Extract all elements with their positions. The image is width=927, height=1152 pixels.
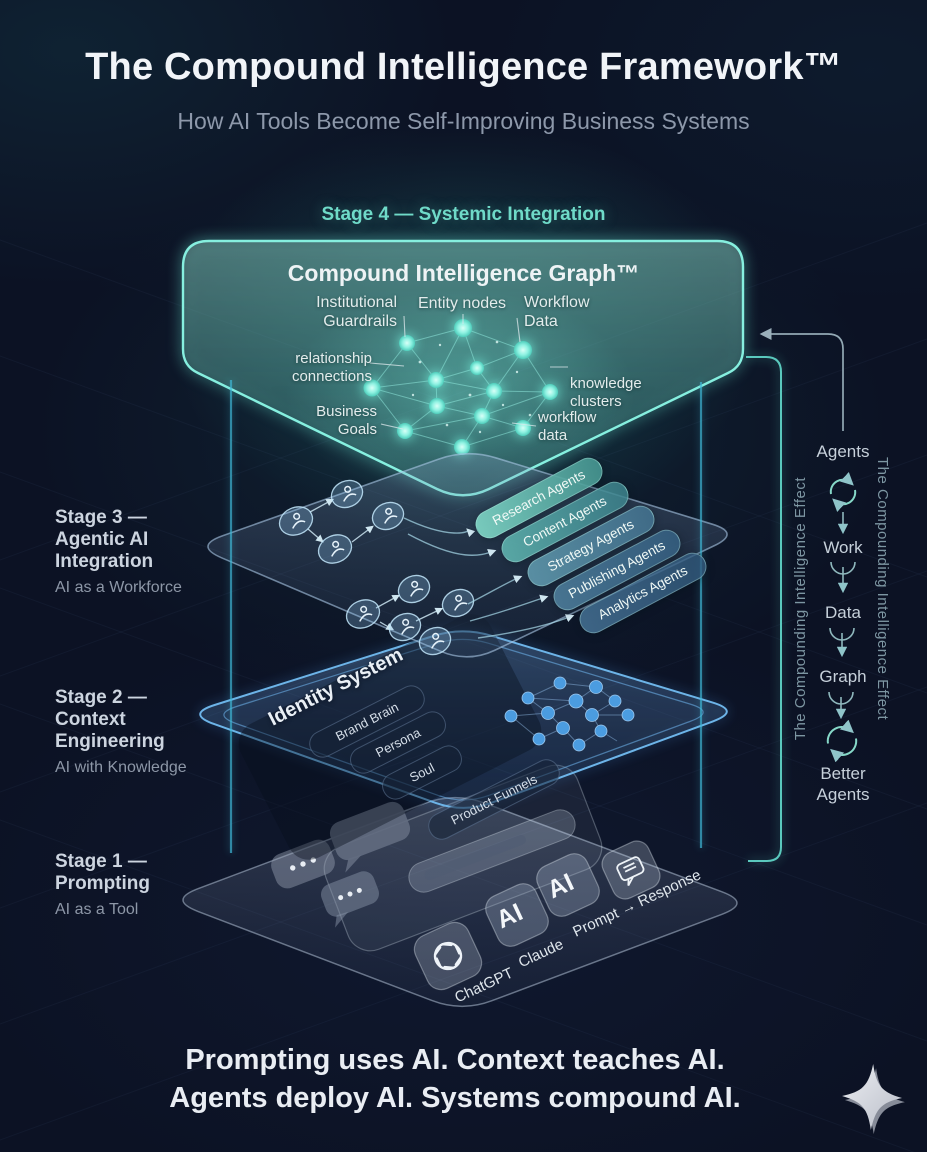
identity-network [504,676,635,752]
chatgpt-tile [413,921,483,991]
claude-tile [485,883,549,947]
callout-pointer-lines [369,314,568,430]
stage1-label-subtitle: AI as a Tool [55,901,139,918]
cycle-icon-top [829,472,857,512]
chat-lines-icon [616,856,645,887]
cycle-flow [826,472,858,763]
stage4-panel [181,239,745,500]
stage2-label-title: Stage 2 — Context Engineering [55,687,165,752]
footer-line-1: Prompting uses AI. Context teaches AI. [185,1044,725,1076]
compounding-effect-label-left: The Compounding Intelligence Effect [792,477,809,741]
stage4-heading: Stage 4 — Systemic Integration [321,204,606,225]
stage1-plane [182,764,738,1008]
callout-entity-nodes: Entity nodes [417,295,507,312]
agent-cluster-1 [278,479,405,564]
prompt-response-tile [601,840,661,900]
knowledge-graph [363,319,558,455]
cycle-step-graph: Graph [819,667,867,686]
stage2-label: Stage 2 — Context Engineering AI with Kn… [55,687,187,777]
compounding-effect-label-right: The Compounding Intelligence Effect [874,457,891,721]
ai-tile [536,853,600,917]
callout-knowledge-clusters: knowledge clusters [570,375,642,410]
footer-line-2: Agents deploy AI. Systems compound AI. [169,1082,741,1114]
stage3-label-title: Stage 3 — Agentic AI Integration [55,507,154,572]
cycle-icon-bottom [826,719,858,763]
cycle-step-agents: Agents [816,442,870,461]
callout-business-goals: Business Goals [316,403,377,438]
pill-connectors [403,517,575,639]
feedback-loop [746,328,844,862]
sparkle-icon [842,1064,905,1135]
stage3-label-subtitle: AI as a Workforce [55,579,182,596]
cycle-step-work: Work [823,538,863,557]
page-title: The Compound Intelligence Framework™ [85,46,842,88]
layer-connectors [229,380,703,853]
prompt-input-bar [408,809,576,893]
stage3-label: Stage 3 — Agentic AI Integration AI as a… [55,507,182,597]
callout-workflow-data-bottom: workflow data [538,409,597,444]
callout-workflow-data-top: Workflow Data [524,294,590,331]
stage1-label-title: Stage 1 — Prompting [55,851,150,894]
page-subtitle: How AI Tools Become Self-Improving Busin… [177,108,750,134]
cycle-step-data: Data [825,603,861,622]
callout-institutional-guardrails: Institutional Guardrails [316,294,397,331]
stage4-panel-title: Compound Intelligence Graph™ [287,260,640,286]
callout-relationship-connections: relationship connections [291,350,372,385]
stage2-label-subtitle: AI with Knowledge [55,759,187,776]
openai-icon [433,941,463,971]
stage1-label: Stage 1 — Prompting AI as a Tool [55,851,150,919]
cycle-step-better-agents: Better Agents [816,764,870,804]
chat-bubble-1 [271,839,335,889]
agent-cluster-2 [345,574,475,656]
